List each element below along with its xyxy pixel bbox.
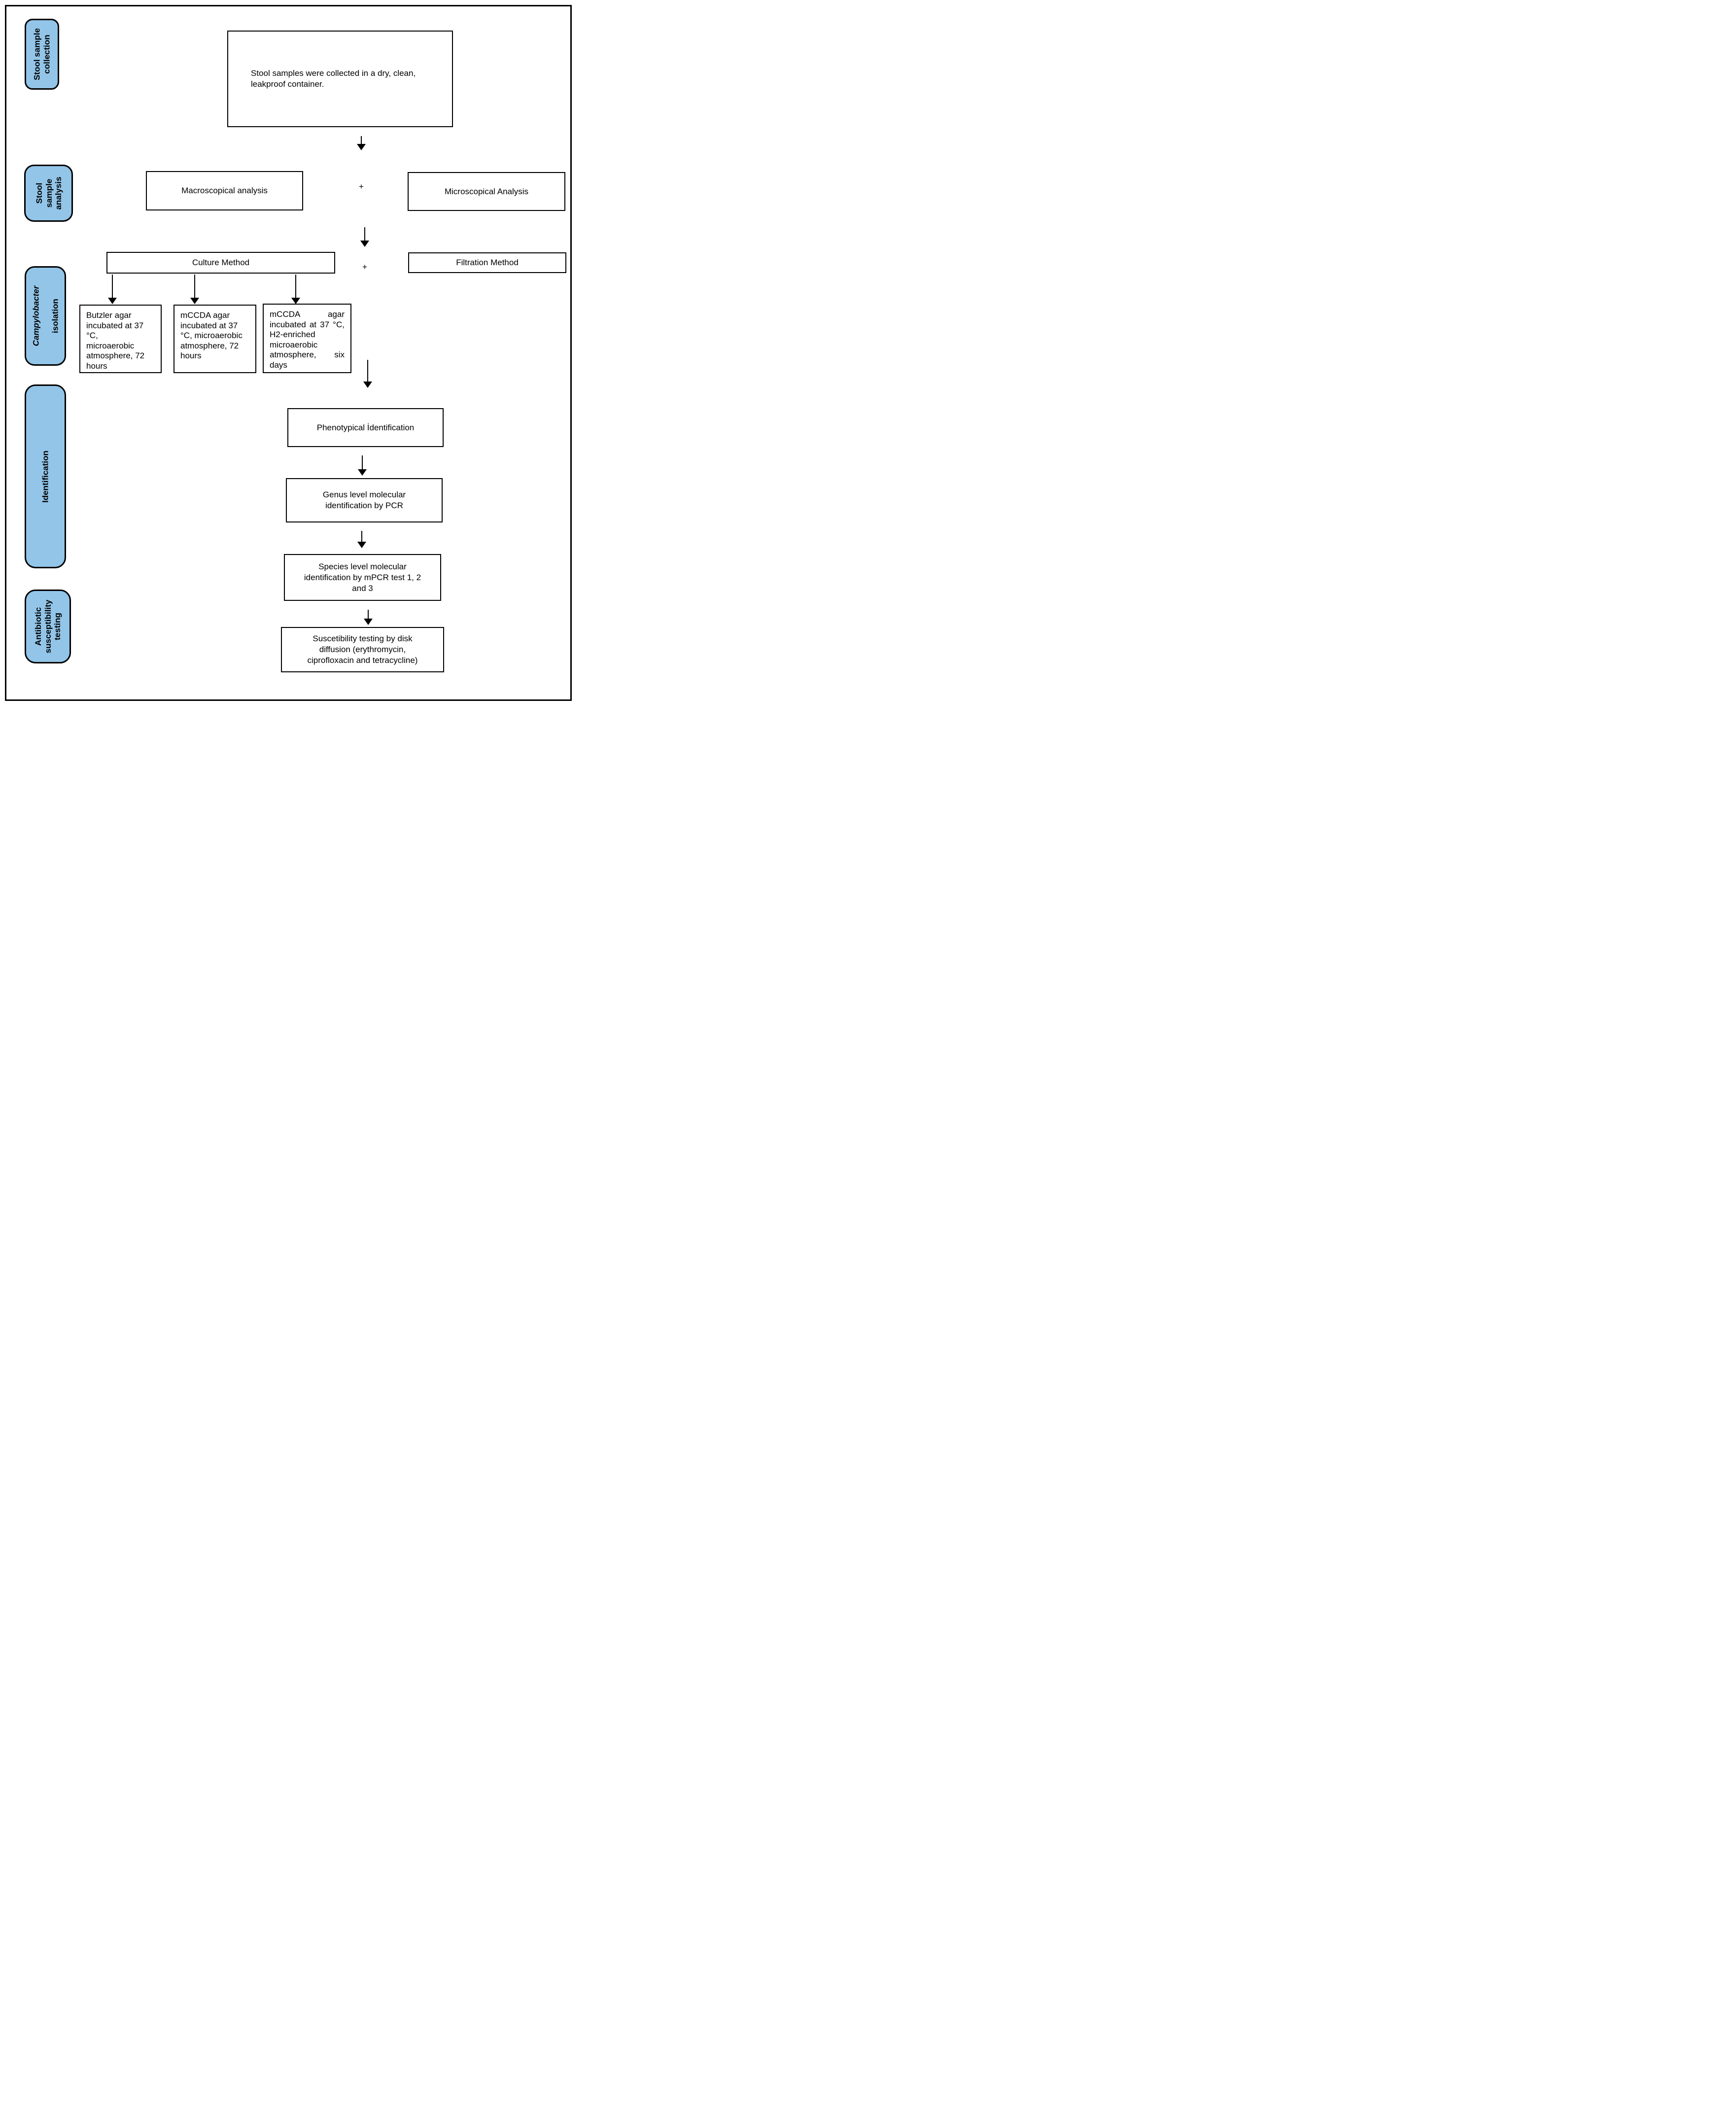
stage-label-text: Identification bbox=[40, 450, 50, 503]
box-text: Genus level molecular identification by … bbox=[322, 490, 406, 510]
stage-label-text: Campylobacter isolation bbox=[21, 286, 69, 347]
box-microscopical-analysis: Microscopical Analysis bbox=[408, 172, 565, 211]
arrow-down-culture-to-butzler bbox=[108, 275, 117, 304]
box-text: Butzler agar incubated at 37 °C, microae… bbox=[86, 311, 145, 371]
stage-label-text: Antibiotic susceptibility testing bbox=[33, 599, 62, 654]
stage-label-identification: Identification bbox=[25, 384, 66, 568]
stage-label-text: Stool sample collection bbox=[32, 28, 52, 80]
box-text: Microscopical Analysis bbox=[444, 186, 529, 196]
stage-label-antibiotic-susceptibility-testing: Antibiotic susceptibility testing bbox=[25, 590, 71, 663]
arrow-down-phenotypical-to-genus bbox=[358, 455, 367, 476]
box-disk-diffusion-testing: Suscetibility testing by disk diffusion … bbox=[281, 627, 444, 672]
arrow-down-culture-to-mccda72 bbox=[190, 275, 199, 304]
box-species-level-mpcr: Species level molecular identification b… bbox=[284, 554, 441, 601]
arrow-down-analysis-to-isolation bbox=[360, 227, 369, 247]
flowchart-canvas: Stool sample collection Stool sample ana… bbox=[0, 0, 579, 706]
arrow-down-collection-to-analysis bbox=[357, 136, 366, 150]
box-text: mCCDA agar incubated at 37 °C, microaero… bbox=[180, 311, 243, 360]
box-mccda-agar-72h: mCCDA agar incubated at 37 °C, microaero… bbox=[174, 305, 256, 373]
stage-label-text: Stool sample analysis bbox=[34, 176, 63, 210]
box-phenotypical-identification: Phenotypical İdentification bbox=[287, 408, 444, 447]
box-text: Species level molecular identification b… bbox=[304, 561, 421, 593]
box-text: Phenotypical İdentification bbox=[316, 422, 415, 432]
arrow-down-isolation-to-phenotypical bbox=[363, 360, 372, 388]
stage-label-campylobacter-isolation: Campylobacter isolation bbox=[25, 266, 66, 366]
box-filtration-method: Filtration Method bbox=[408, 252, 566, 273]
stage-label-genus: Campylobacter bbox=[31, 285, 40, 347]
arrow-down-species-to-susceptibility bbox=[364, 610, 373, 625]
box-macroscopical-analysis: Macroscopical analysis bbox=[146, 171, 303, 210]
box-culture-method: Culture Method bbox=[106, 252, 335, 274]
box-mccda-agar-h2-enriched: mCCDA agar incubated at 37 °C, H2-enrich… bbox=[263, 304, 351, 373]
plus-operator-isolation: + bbox=[362, 262, 367, 272]
stage-label-stool-sample-analysis: Stool sample analysis bbox=[24, 165, 73, 222]
box-butzler-agar: Butzler agar incubated at 37 °C, microae… bbox=[79, 305, 162, 373]
plus-operator-analysis: + bbox=[359, 182, 364, 191]
box-text: Stool samples were collected in a dry, c… bbox=[251, 69, 416, 89]
box-text: Macroscopical analysis bbox=[181, 186, 268, 195]
box-text: Culture Method bbox=[192, 258, 250, 267]
arrow-down-genus-to-species bbox=[357, 531, 366, 548]
stage-label-stool-sample-collection: Stool sample collection bbox=[25, 19, 59, 90]
box-text: Suscetibility testing by disk diffusion … bbox=[307, 634, 418, 665]
arrow-down-culture-to-mccdah2 bbox=[291, 275, 300, 304]
box-text: mCCDA agar incubated at 37 °C, H2-enrich… bbox=[270, 310, 345, 370]
box-genus-level-pcr: Genus level molecular identification by … bbox=[286, 478, 443, 522]
box-text: Filtration Method bbox=[456, 258, 519, 267]
stage-label-rest: isolation bbox=[50, 299, 60, 333]
box-stool-collection-note: Stool samples were collected in a dry, c… bbox=[227, 31, 453, 127]
diagram-border bbox=[5, 5, 572, 701]
